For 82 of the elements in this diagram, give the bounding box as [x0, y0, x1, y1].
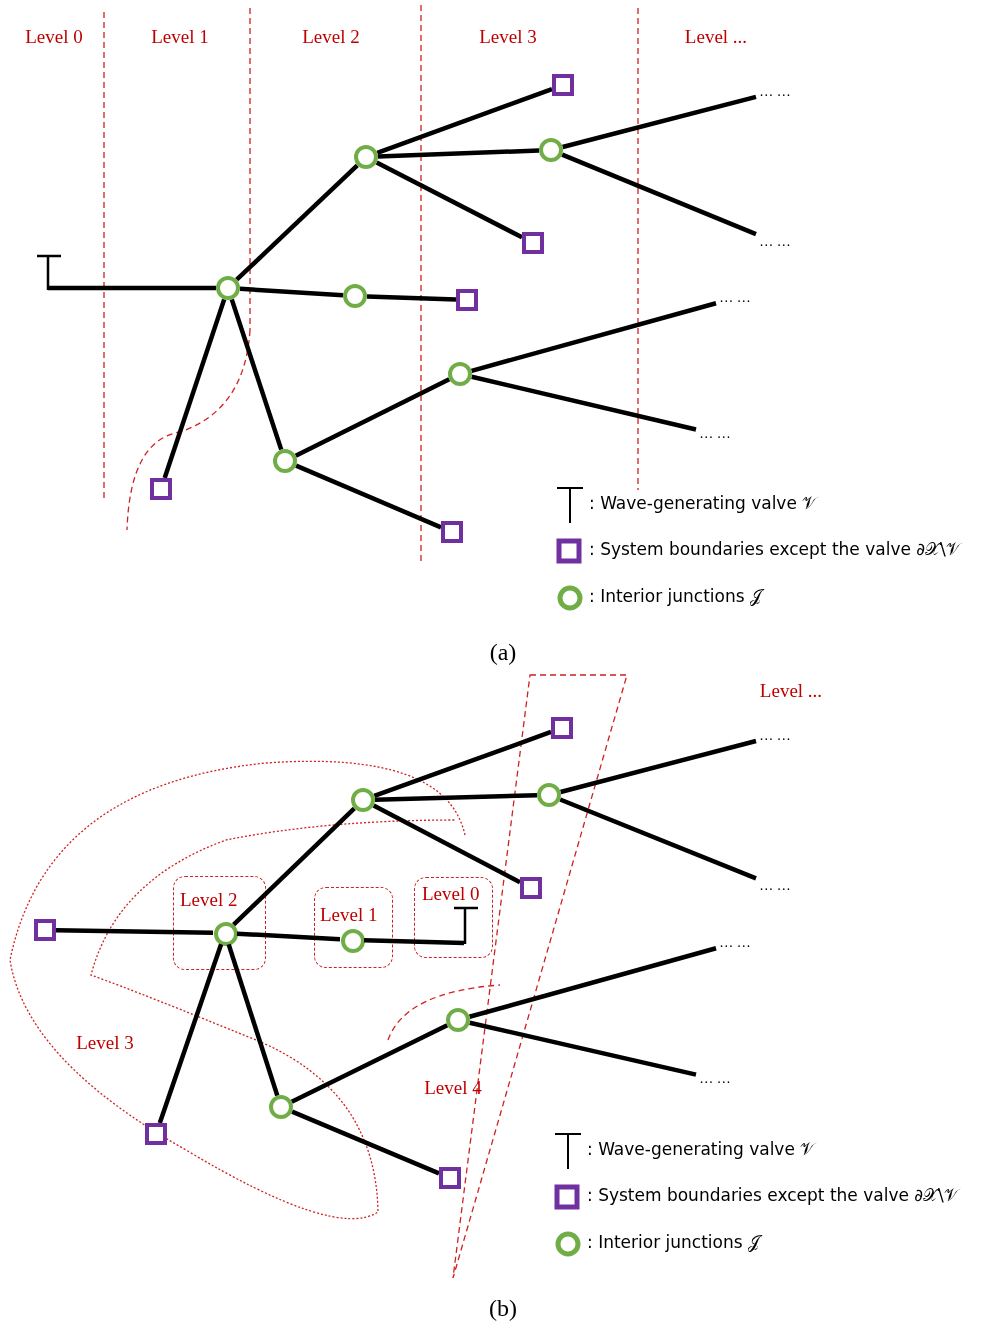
level-label: Level 0	[422, 883, 480, 905]
level-label: Level 1	[320, 904, 378, 926]
level-box	[173, 876, 266, 970]
pipe-line	[239, 286, 344, 298]
pipe-line	[290, 1023, 449, 1104]
junction-circle	[354, 145, 378, 169]
pipe-line	[55, 927, 214, 936]
level-box	[414, 877, 493, 958]
continuation-text: … …	[756, 84, 794, 100]
junction-circle	[448, 362, 472, 386]
pipe-line	[162, 298, 227, 479]
pipe-line	[366, 294, 457, 302]
junction-circle	[537, 783, 561, 807]
figure-caption: (a)	[489, 638, 517, 666]
pipe-line	[291, 1109, 440, 1176]
pipe-line	[471, 374, 697, 432]
junction-circle	[539, 138, 563, 162]
pipe-line	[470, 301, 717, 373]
continuation-text: … …	[716, 935, 754, 951]
pipe-line	[294, 377, 451, 458]
figure-caption: (b)	[489, 1294, 517, 1322]
level-heading: Level 3	[479, 26, 537, 48]
continuation-text: … …	[756, 878, 794, 894]
legend-text: : System boundaries except the valve ∂𝒳\𝒱	[589, 539, 960, 559]
pipe-line	[235, 163, 359, 282]
boundary-square	[522, 232, 544, 254]
boundary-square	[552, 74, 574, 96]
pipe-line	[377, 148, 540, 159]
legend-text: : Wave-generating valve 𝒱	[587, 1139, 815, 1159]
junction-circle	[446, 1008, 470, 1032]
junction-circle	[269, 1095, 293, 1119]
pipe-line	[48, 285, 216, 291]
pipe-line	[469, 1020, 697, 1077]
pipe-line	[363, 938, 465, 946]
pipe-line	[226, 943, 280, 1097]
pipe-line	[236, 931, 341, 942]
level-label: Level 2	[180, 889, 238, 911]
boundary-square	[551, 717, 573, 739]
level-heading: Level 2	[302, 26, 360, 48]
level-heading: Level 3	[76, 1032, 134, 1054]
pipe-line	[375, 160, 524, 240]
junction-circle	[273, 449, 297, 473]
junction-circle	[351, 788, 375, 812]
continuation-text: … …	[756, 728, 794, 744]
junction-circle	[343, 284, 367, 308]
pipe-line	[374, 793, 538, 802]
level-heading: Level 0	[25, 26, 83, 48]
pipe-line	[232, 806, 356, 927]
continuation-text: … …	[696, 1071, 734, 1087]
pipe-line	[561, 152, 757, 237]
boundary-square	[456, 289, 478, 311]
pipe-line	[373, 729, 552, 799]
pipe-line	[376, 86, 553, 155]
junction-circle	[341, 929, 365, 953]
boundary-square	[34, 919, 56, 941]
level-heading: Level ...	[684, 26, 748, 48]
pipe-line	[559, 797, 757, 881]
pipe-line	[157, 943, 224, 1124]
level-box	[314, 887, 393, 968]
pipe-line	[468, 946, 717, 1019]
valve-symbol	[36, 254, 62, 290]
continuation-text: … …	[756, 234, 794, 250]
boundary-square	[441, 521, 463, 543]
legend-text: : System boundaries except the valve ∂𝒳\𝒱	[587, 1185, 958, 1205]
level-heading: Level 4	[424, 1077, 482, 1099]
continuation-text: … …	[696, 426, 734, 442]
pipe-line	[560, 738, 757, 795]
junction-circle	[216, 276, 240, 300]
boundary-square	[145, 1123, 167, 1145]
level-heading: Level 1	[151, 26, 209, 48]
boundary-square	[520, 877, 542, 899]
pipe-line	[562, 94, 757, 150]
continuation-text: … …	[716, 290, 754, 306]
boundary-square	[150, 478, 172, 500]
valve-symbol	[453, 906, 479, 944]
boundary-square	[439, 1167, 461, 1189]
pipe-line	[295, 463, 442, 530]
junction-circle	[214, 922, 238, 946]
level-heading: Level ...	[759, 680, 823, 702]
pipe-line	[229, 298, 284, 451]
legend-text: : Wave-generating valve 𝒱	[589, 493, 817, 513]
pipe-line	[372, 803, 522, 885]
